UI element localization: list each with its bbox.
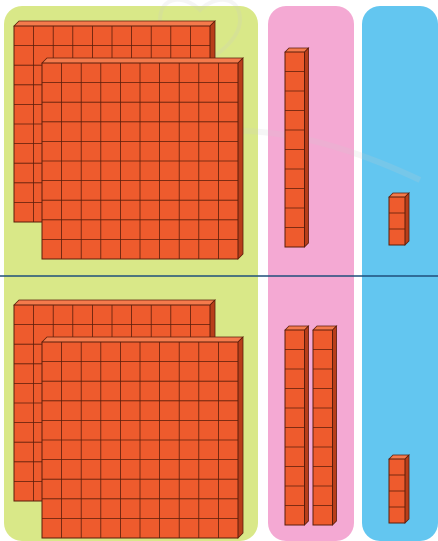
hundred-flat-row2-2	[42, 337, 243, 538]
ten-rod-row2-2	[313, 326, 337, 525]
ten-rod-row1-1	[285, 48, 309, 247]
tens-column-background	[268, 6, 354, 541]
ten-rod-row2-1	[285, 326, 309, 525]
hundred-flat-row1-2	[42, 58, 243, 259]
ones-stack-row2	[389, 455, 409, 523]
ones-stack-row1	[389, 193, 409, 245]
